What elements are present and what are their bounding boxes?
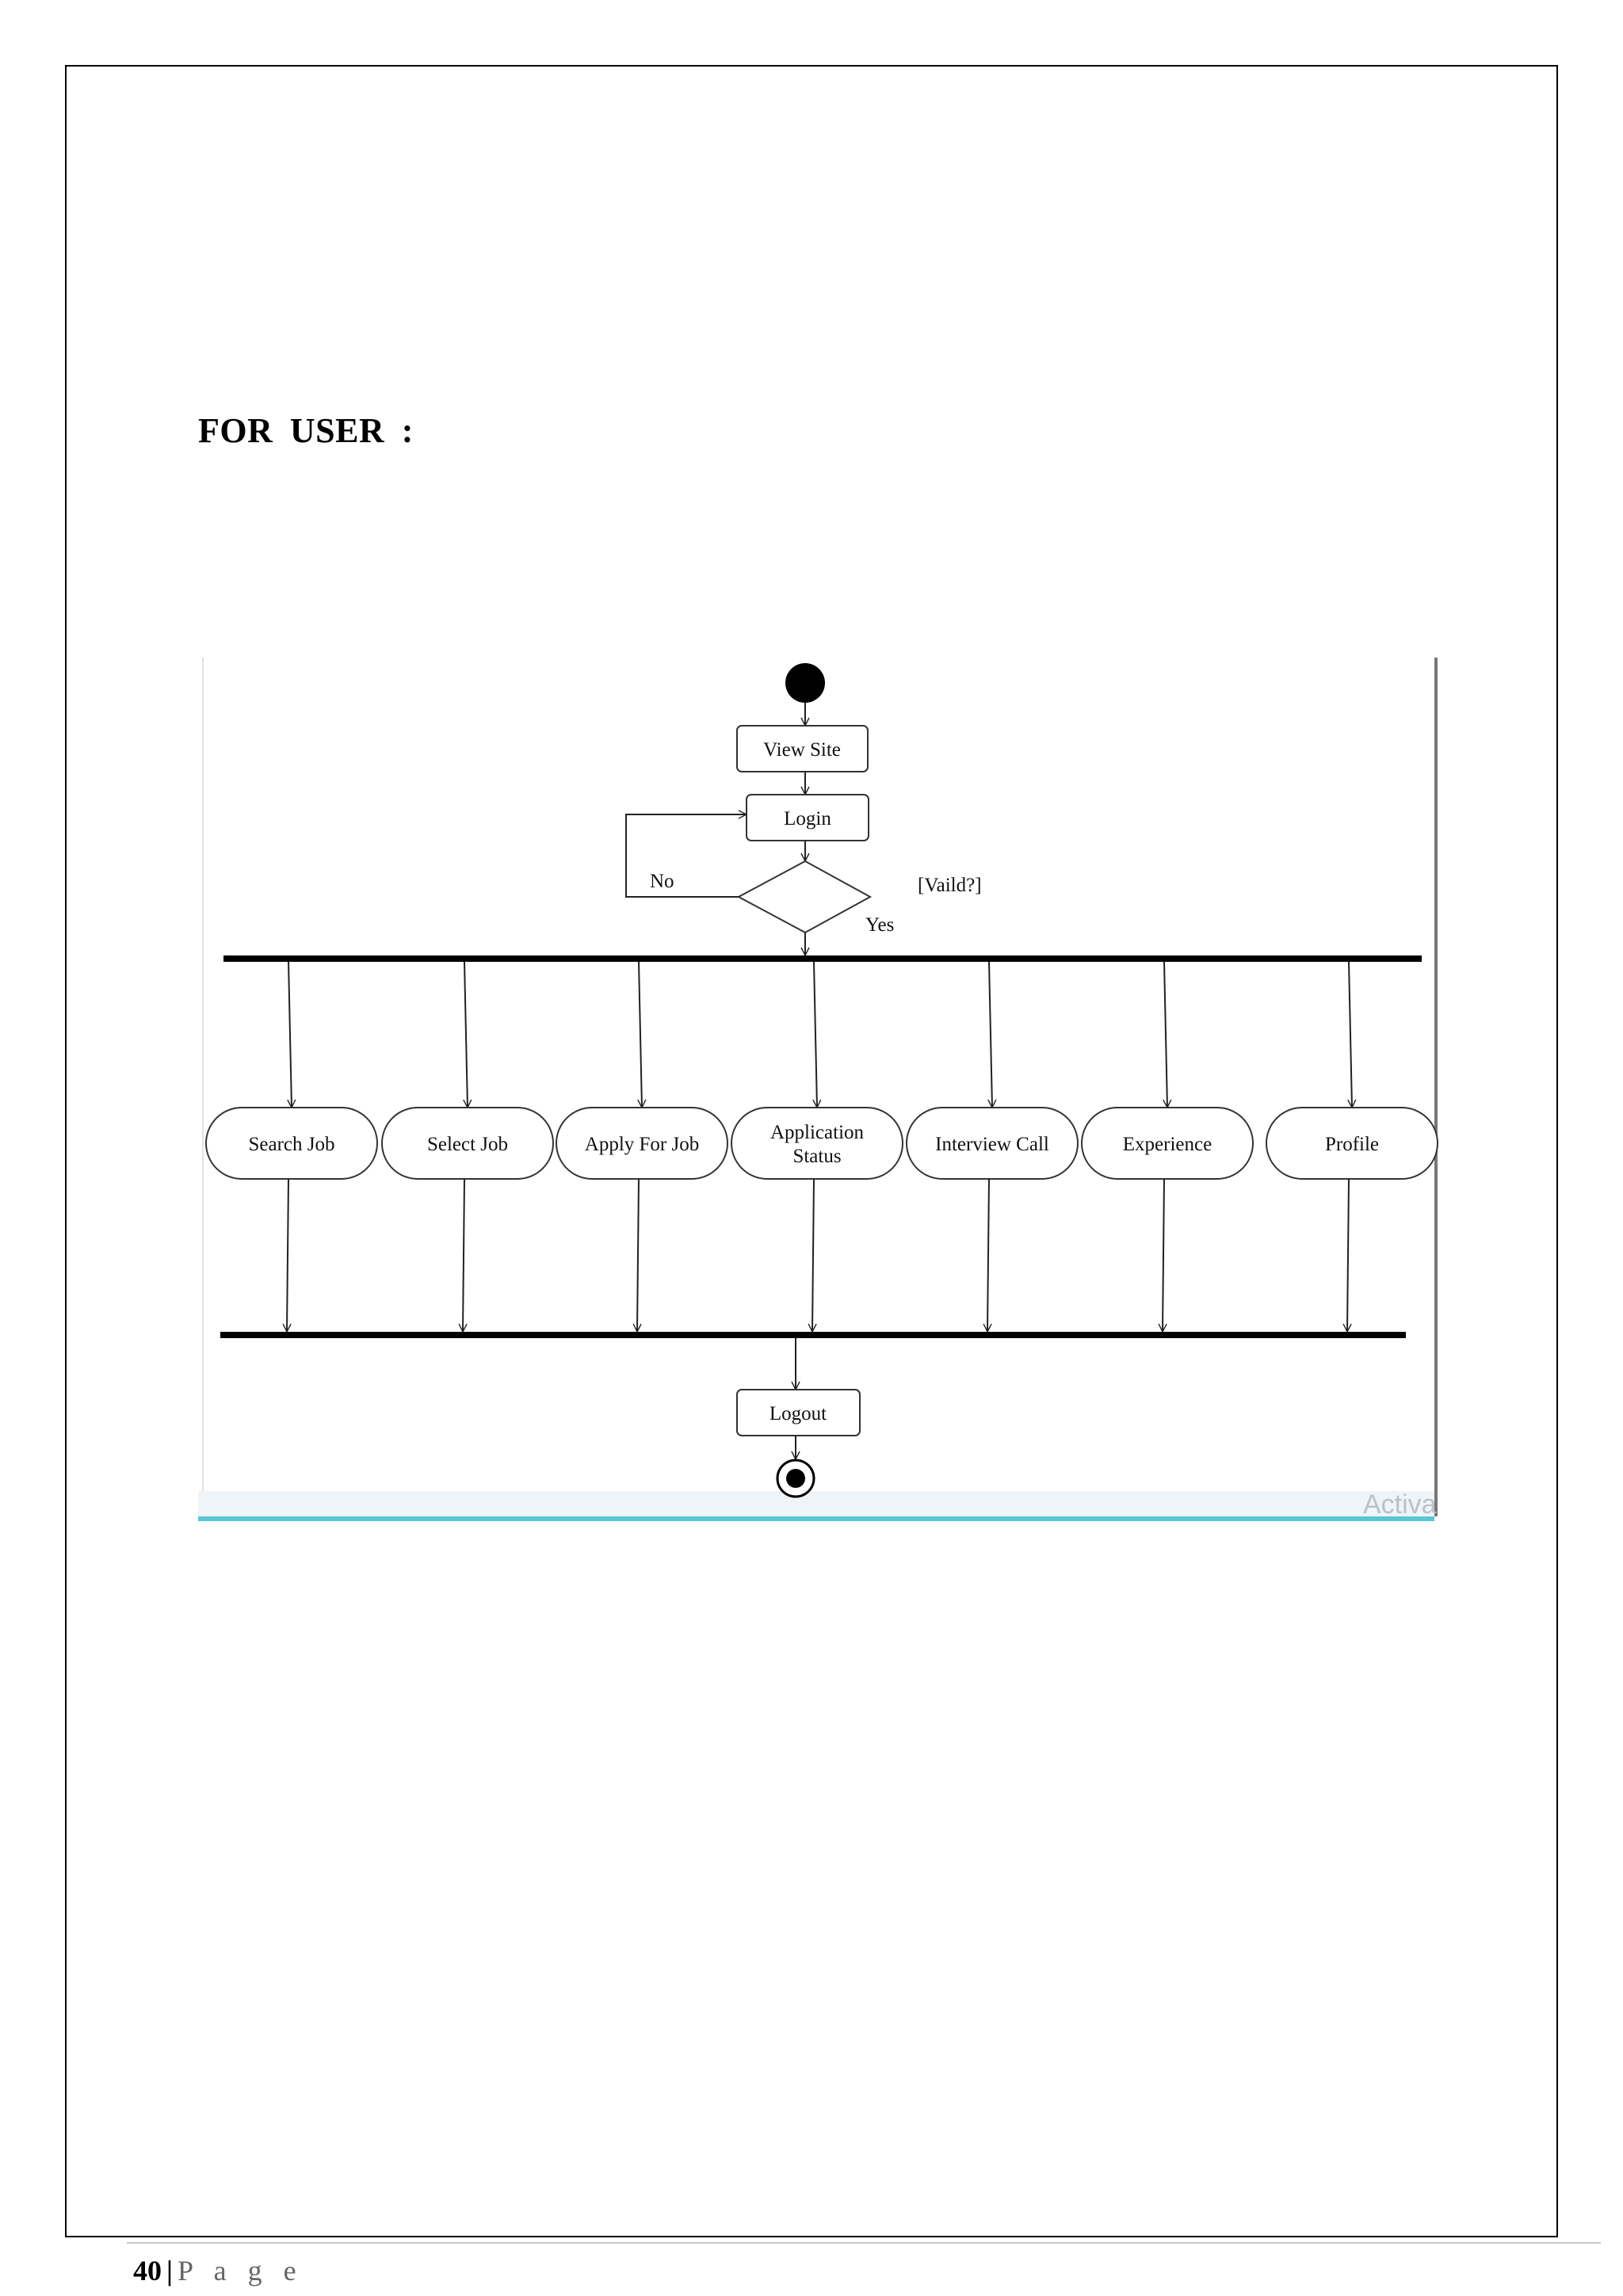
activity-interview-call: Interview Call	[906, 1107, 1079, 1180]
edge-apply-for-job-to-join	[637, 1178, 639, 1332]
page-footer: 40|P a g e	[133, 2254, 304, 2287]
edge-fork-to-apply-for-job	[639, 961, 642, 1108]
screenshot-accent-bar	[198, 1516, 1434, 1521]
activity-label: Application	[770, 1122, 865, 1143]
activity-diagram: View Site Login [Vaild?] No Yes Search J…	[198, 650, 1450, 1537]
edge-experience-to-join	[1163, 1178, 1164, 1332]
activity-shape	[205, 1107, 378, 1180]
page-word: P a g e	[177, 2255, 304, 2286]
view-site-label: View Site	[763, 739, 841, 761]
activity-label: Select Job	[427, 1134, 508, 1155]
activity-shape	[381, 1107, 554, 1180]
parallel-activities: Search Job Select Job Apply For Job Applica…	[205, 961, 1438, 1332]
edge-no-loop	[625, 814, 747, 898]
section-heading: FOR USER :	[198, 411, 414, 450]
edge-application-status-to-join	[812, 1178, 814, 1332]
activity-apply-for-job: Apply For Job	[556, 1107, 728, 1180]
footer-rule	[127, 2242, 1601, 2244]
page-number: 40	[133, 2255, 162, 2286]
footer-separator: |	[166, 2255, 173, 2286]
final-node	[776, 1459, 815, 1498]
activity-shape	[731, 1107, 903, 1180]
login-label: Login	[784, 808, 831, 830]
activity-label: Profile	[1325, 1134, 1379, 1155]
initial-node	[785, 663, 825, 703]
activity-shape	[1266, 1107, 1438, 1180]
decision-guard-label: [Vaild?]	[918, 875, 982, 896]
activity-shape	[1081, 1107, 1254, 1180]
edge-select-job-to-join	[463, 1178, 464, 1332]
edge-fork-to-search-job	[288, 961, 292, 1108]
edge-fork-to-interview-call	[989, 961, 992, 1108]
edge-search-job-to-join	[287, 1178, 288, 1332]
activity-view-site: View Site	[736, 725, 869, 772]
activity-shape	[906, 1107, 1079, 1180]
page-border	[65, 65, 1558, 2237]
yes-label: Yes	[865, 914, 894, 936]
activity-search-job: Search Job	[205, 1107, 378, 1180]
activity-label: Interview Call	[935, 1134, 1049, 1155]
edge-fork-to-select-job	[464, 961, 468, 1108]
activity-label: Experience	[1123, 1134, 1212, 1155]
activation-watermark: Activa	[1363, 1489, 1437, 1520]
activity-login: Login	[746, 794, 869, 841]
activity-shape	[556, 1107, 728, 1180]
activity-label: Status	[792, 1146, 841, 1167]
edge-fork-to-profile	[1349, 961, 1352, 1108]
logout-label: Logout	[769, 1403, 827, 1425]
join-bar	[220, 1332, 1406, 1338]
edge-fork-to-experience	[1164, 961, 1167, 1108]
edge-profile-to-join	[1347, 1178, 1349, 1332]
edge-interview-call-to-join	[987, 1178, 989, 1332]
activity-logout: Logout	[736, 1389, 861, 1436]
decision-diamond	[736, 860, 873, 934]
activity-experience: Experience	[1081, 1107, 1254, 1180]
fork-bar	[223, 955, 1422, 962]
activity-profile: Profile	[1266, 1107, 1438, 1180]
screenshot-panel-strip	[198, 1491, 1434, 1516]
edge-fork-to-application-status	[814, 961, 817, 1108]
activity-label: Apply For Job	[585, 1134, 699, 1155]
no-label: No	[650, 871, 674, 892]
activity-label: Search Job	[249, 1134, 335, 1155]
activity-select-job: Select Job	[381, 1107, 554, 1180]
